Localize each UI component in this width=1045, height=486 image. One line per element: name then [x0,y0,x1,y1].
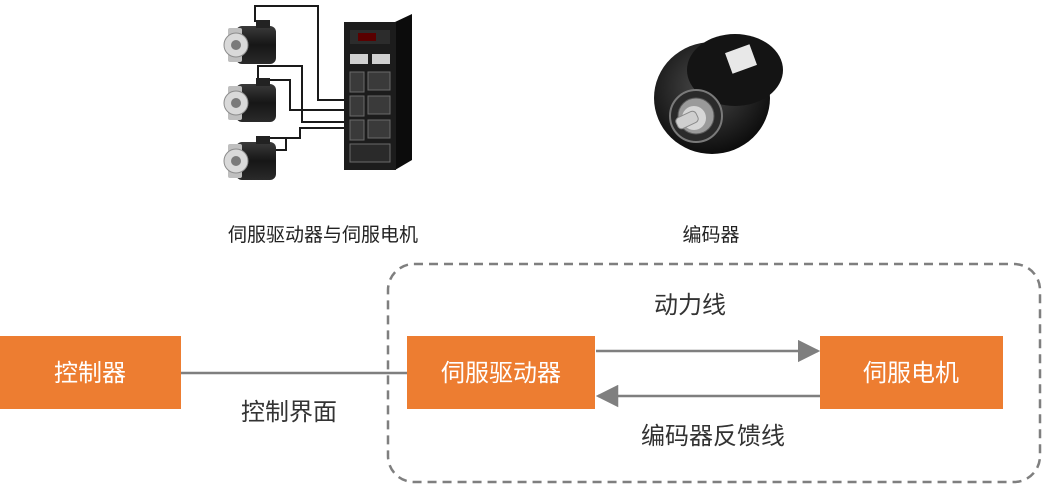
servo-set-illustration [223,5,412,180]
servo-driver-label: 伺服驱动器 [441,359,561,387]
servo-motor-icon [223,78,276,122]
servo-motor-icon [223,20,276,64]
encoder-caption: 编码器 [682,224,739,246]
control-interface-label: 控制界面 [241,398,337,426]
controller-node: 控制器 [0,336,181,409]
controller-label: 控制器 [54,359,126,387]
encoder-feedback-label: 编码器反馈线 [641,422,785,450]
rotary-encoder-icon [654,34,783,154]
servo-subsystem-boundary [386,262,1042,484]
servo-set-caption: 伺服驱动器与伺服电机 [228,224,418,246]
power-line-label: 动力线 [654,291,726,319]
servo-motor-icon [223,136,276,180]
servo-motor-node: 伺服电机 [820,336,1003,409]
servo-motor-label: 伺服电机 [863,359,959,387]
servo-driver-icon [344,14,412,170]
servo-driver-node: 伺服驱动器 [407,336,595,409]
